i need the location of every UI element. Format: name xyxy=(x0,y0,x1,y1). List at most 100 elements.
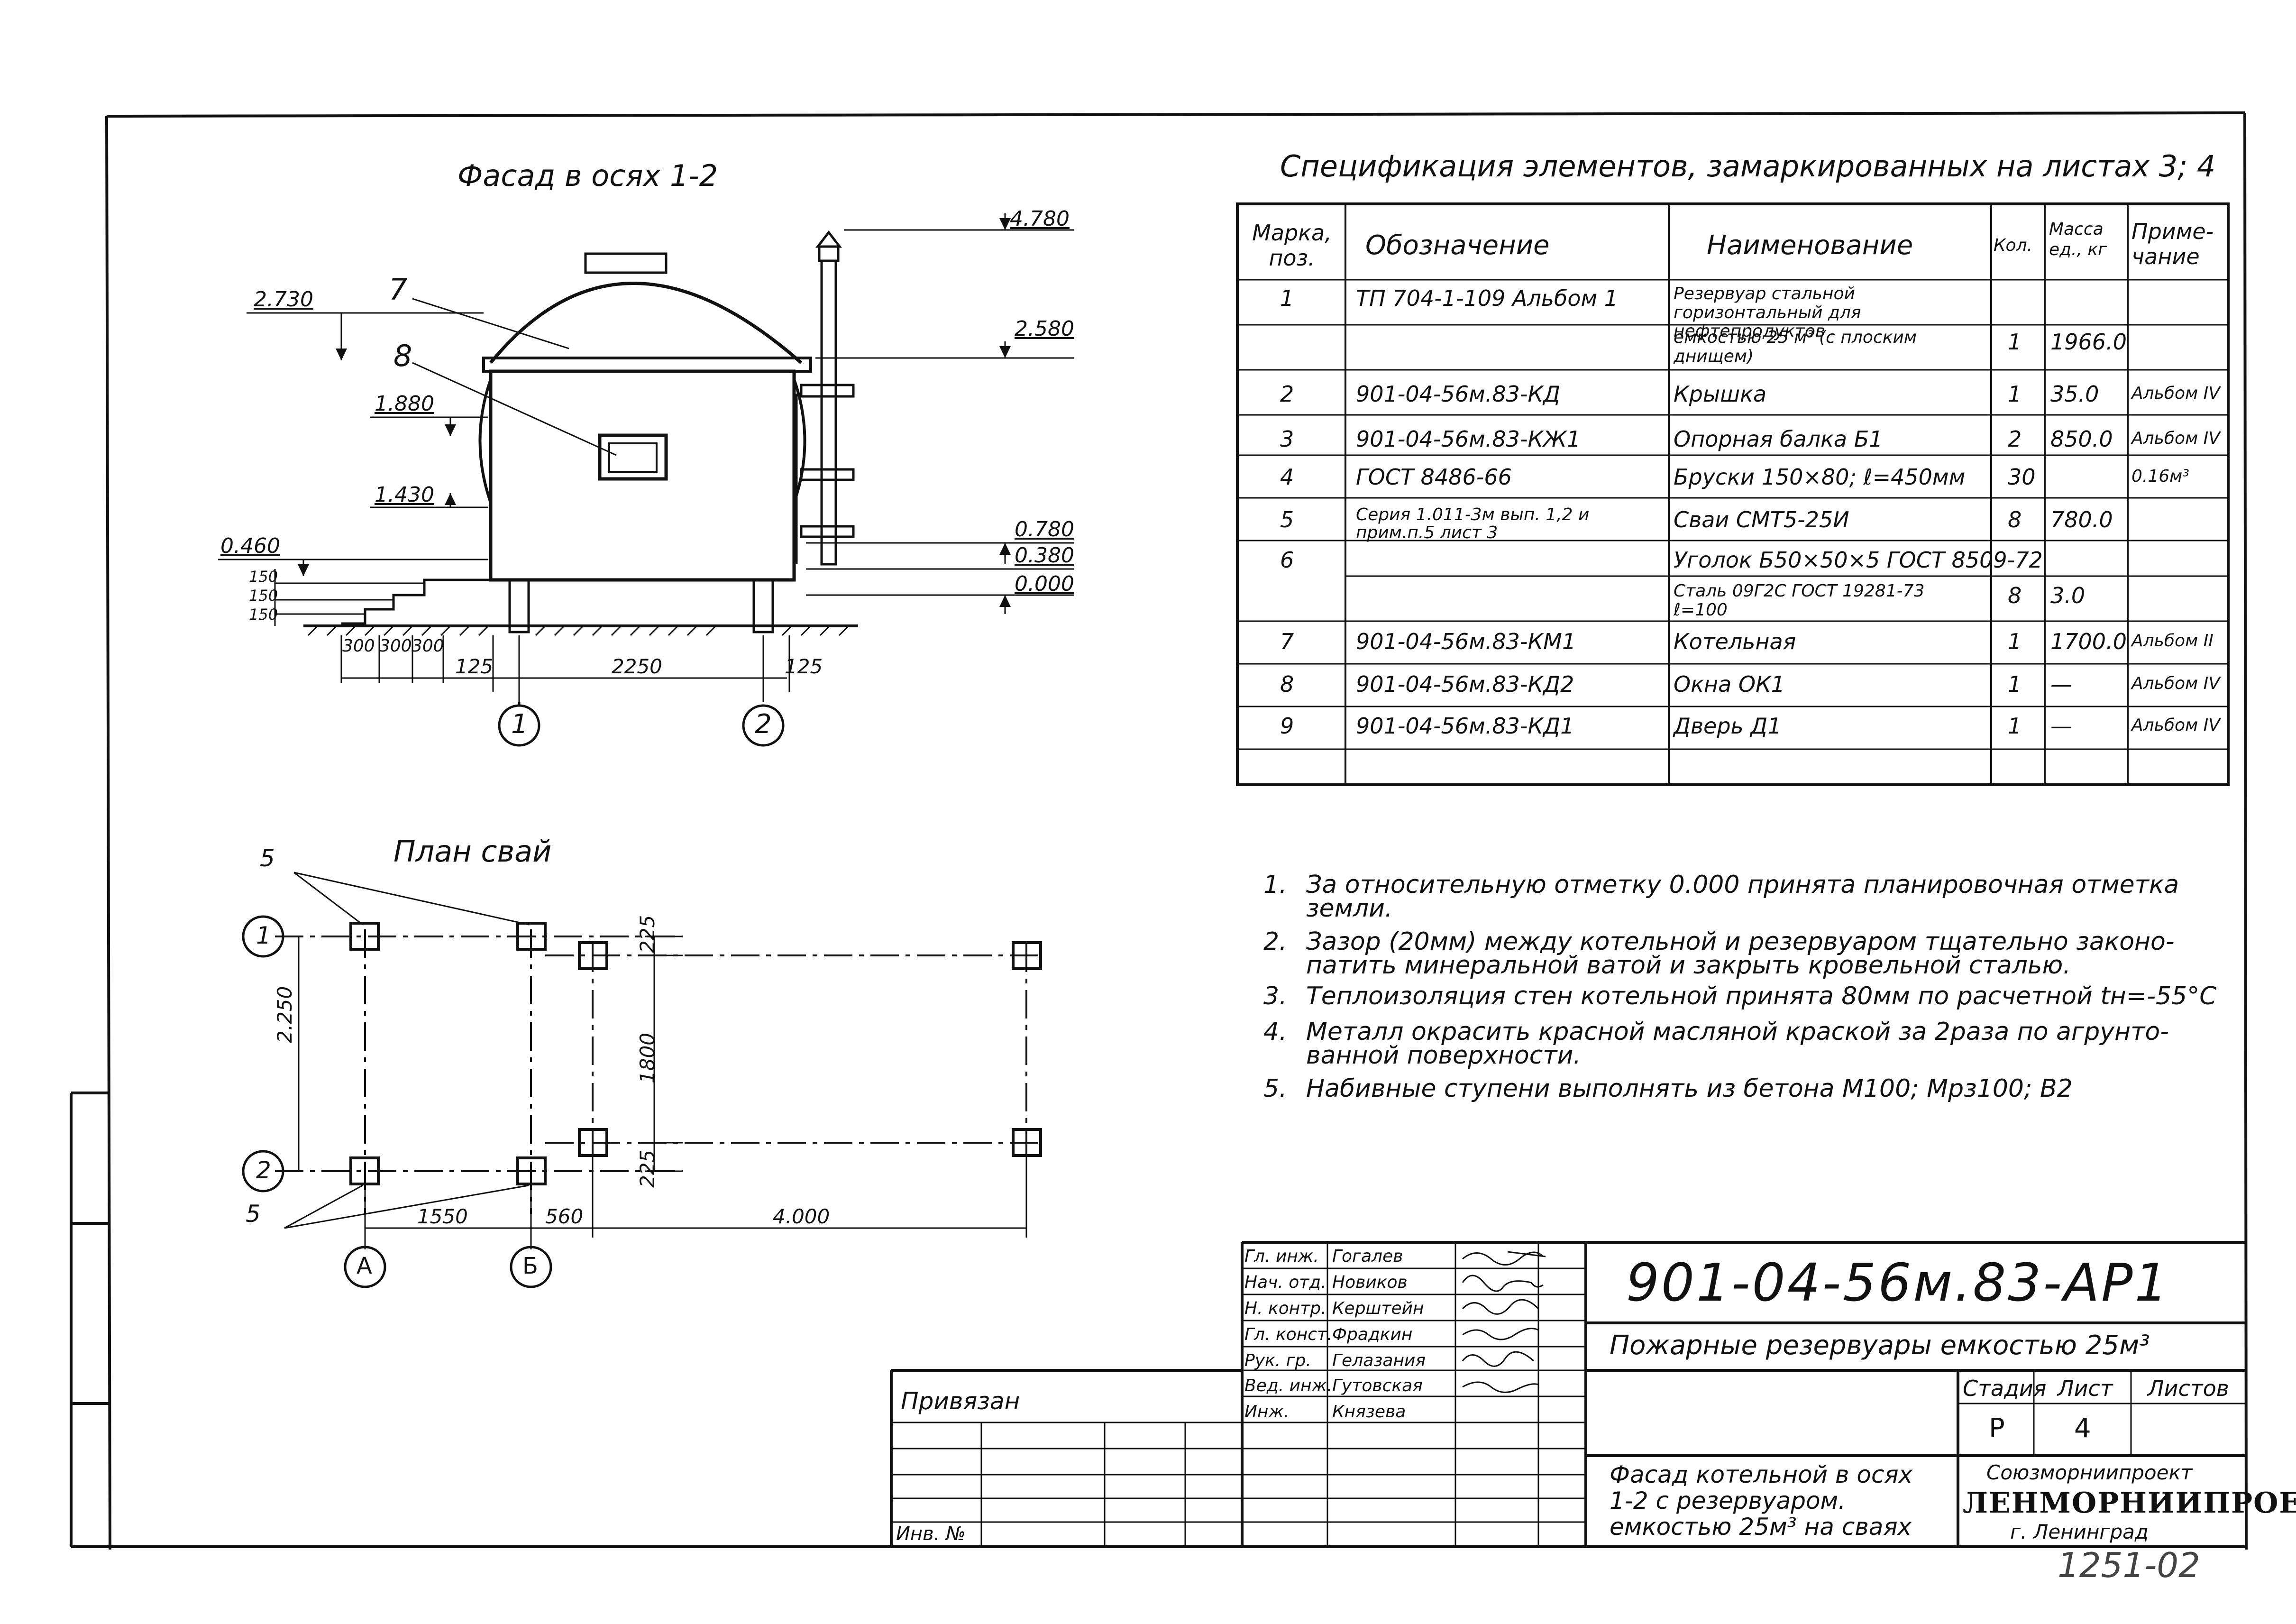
note-text: Набивные ступени выполнять из бетона М10… xyxy=(1306,1074,2073,1103)
spec-cell-name: Дверь Д1 xyxy=(1674,713,1782,739)
spec-cell-name: Резервуар стальной горизонтальный для не… xyxy=(1674,284,1861,341)
signer-name: Керштейн xyxy=(1332,1299,1424,1318)
spec-title: Спецификация элементов, замаркированных … xyxy=(1280,149,2216,184)
axis-1-label: 1 xyxy=(511,709,528,740)
signer-name: Гогалев xyxy=(1332,1247,1403,1266)
facade-title: Фасад в осях 1-2 xyxy=(457,158,718,193)
spec-cell-qty: 2 xyxy=(2008,426,2022,452)
elev-0780: 0.780 xyxy=(1015,517,1074,541)
signer-role: Гл. инж. xyxy=(1244,1247,1319,1266)
spec-header-mass: Масса ед., кг xyxy=(2049,220,2107,260)
spec-cell-name: Уголок Б50×50×5 ГОСТ 8509-72 xyxy=(1674,547,2043,573)
spec-table-grid xyxy=(1236,202,2230,786)
plan-dim-4000: 4.000 xyxy=(773,1205,830,1228)
pile-plan-title: План свай xyxy=(393,834,552,869)
facade-drawing xyxy=(218,213,1074,747)
dim-150-b: 150 xyxy=(249,587,278,605)
dim-2250: 2250 xyxy=(612,655,662,678)
note-number: 4. xyxy=(1263,1018,1287,1046)
spec-cell-qty: 1 xyxy=(2008,329,2022,355)
spec-cell-name: Опорная балка Б1 xyxy=(1674,426,1883,452)
spec-cell-qty: 1 xyxy=(2008,713,2022,739)
step-300-3: 300 xyxy=(412,636,444,656)
drawing-title-line-3: емкостью 25м³ на сваях xyxy=(1610,1513,1912,1541)
spec-cell-note: 0.16м³ xyxy=(2131,467,2189,486)
elev-0380: 0.380 xyxy=(1015,543,1074,568)
spec-cell-designation: ТП 704-1-109 Альбом 1 xyxy=(1356,285,1619,311)
spec-cell-note: Альбом IV xyxy=(2131,674,2220,693)
signer-role: Вед. инж. xyxy=(1244,1376,1333,1395)
note-text: патить минеральной ватой и закрыть крове… xyxy=(1306,951,2071,980)
signer-role: Нач. отд. xyxy=(1244,1273,1326,1292)
spec-cell-designation: 901-04-56м.83-КМ1 xyxy=(1356,629,1576,654)
elev-2580: 2.580 xyxy=(1015,317,1074,341)
spec-cell-name: Крышка xyxy=(1674,381,1767,407)
org-line-1: Союзморниипроект xyxy=(1986,1461,2193,1484)
spec-cell-mass: 1700.0 xyxy=(2050,629,2127,654)
note-text: ванной поверхности. xyxy=(1306,1041,1581,1070)
axis-2-label: 2 xyxy=(755,709,772,740)
sheet-value: 4 xyxy=(2074,1413,2091,1444)
spec-cell-mass: — xyxy=(2050,713,2072,739)
spec-cell-name: Бруски 150×80; ℓ=450мм xyxy=(1674,464,1966,490)
dim-125-right: 125 xyxy=(785,655,823,678)
elev-2730: 2.730 xyxy=(254,287,313,312)
signer-name: Гелазания xyxy=(1332,1351,1426,1370)
step-300-2: 300 xyxy=(379,636,412,656)
spec-cell-qty: 8 xyxy=(2008,583,2022,608)
spec-cell-note: Альбом IV xyxy=(2131,384,2220,403)
spec-cell-qty: 30 xyxy=(2008,464,2036,490)
plan-dim-2250: 2.250 xyxy=(273,986,296,1043)
title-block-grid xyxy=(890,1241,2246,1547)
elev-0000: 0.000 xyxy=(1015,572,1074,596)
signer-role: Гл. конст. xyxy=(1244,1325,1333,1344)
spec-cell-name: Сталь 09Г2С ГОСТ 19281-73 ℓ=100 xyxy=(1674,581,1925,620)
stage-label: Стадия xyxy=(1963,1376,2047,1401)
spec-cell-qty: 1 xyxy=(2008,381,2022,407)
spec-cell-designation: 901-04-56м.83-КЖ1 xyxy=(1356,426,1581,452)
spec-header-qty: Кол. xyxy=(1994,236,2033,255)
plan-dim-225-top: 225 xyxy=(636,915,659,953)
spec-cell-mass: — xyxy=(2050,671,2072,697)
spec-cell-qty: 1 xyxy=(2008,629,2022,654)
org-name: ЛЕНМОРНИИПРОЕКТ xyxy=(1963,1486,2296,1520)
plan-axis-2: 2 xyxy=(256,1156,271,1184)
dim-150-c: 150 xyxy=(249,606,278,624)
signer-name: Гутовская xyxy=(1332,1376,1423,1395)
plan-dim-560: 560 xyxy=(545,1205,584,1228)
sheet-label: Лист xyxy=(2058,1376,2113,1401)
spec-cell-mark: 5 xyxy=(1280,507,1294,532)
spec-cell-mark: 8 xyxy=(1280,671,1294,697)
note-number: 5. xyxy=(1263,1074,1287,1103)
plan-axis-A: А xyxy=(357,1253,372,1279)
spec-header-designation: Обозначение xyxy=(1365,230,1550,261)
spec-cell-designation: Серия 1.011-3м вып. 1,2 и прим.п.5 лист … xyxy=(1356,505,1590,542)
signer-role: Н. контр. xyxy=(1244,1299,1326,1318)
spec-cell-mass: 3.0 xyxy=(2050,583,2086,608)
spec-cell-qty: 1 xyxy=(2008,671,2022,697)
elev-1880: 1.880 xyxy=(375,392,434,416)
callout-8: 8 xyxy=(393,339,412,373)
spec-cell-note: Альбом IV xyxy=(2131,429,2220,448)
spec-cell-mark: 3 xyxy=(1280,426,1294,452)
signer-name: Фрадкин xyxy=(1332,1325,1413,1344)
note-text: Металл окрасить красной масляной краской… xyxy=(1306,1018,2169,1046)
sheets-label: Листов xyxy=(2148,1376,2229,1401)
note-text: За относительную отметку 0.000 принята п… xyxy=(1306,871,2179,899)
spec-cell-designation: ГОСТ 8486-66 xyxy=(1356,464,1512,490)
elev-1430: 1.430 xyxy=(375,483,434,507)
spec-cell-mass: 850.0 xyxy=(2050,426,2113,452)
elev-0460: 0.460 xyxy=(220,534,280,558)
spec-cell-designation: 901-04-56м.83-КД2 xyxy=(1356,671,1574,697)
spec-cell-mass: 780.0 xyxy=(2050,507,2113,532)
org-city: г. Ленинград xyxy=(2010,1520,2149,1543)
plan-dim-1550: 1550 xyxy=(417,1205,468,1228)
spec-cell-mass: 1966.0 xyxy=(2050,329,2127,355)
signer-role: Инж. xyxy=(1244,1402,1290,1422)
plan-dim-225-bottom: 225 xyxy=(636,1149,659,1188)
drawing-title-line-2: 1-2 с резервуаром. xyxy=(1610,1487,1846,1514)
stage-value: Р xyxy=(1989,1413,2005,1444)
drawing-code: 901-04-56м.83-АР1 xyxy=(1626,1252,2170,1313)
note-number: 2. xyxy=(1263,927,1287,956)
pile-callout-top: 5 xyxy=(260,844,275,872)
